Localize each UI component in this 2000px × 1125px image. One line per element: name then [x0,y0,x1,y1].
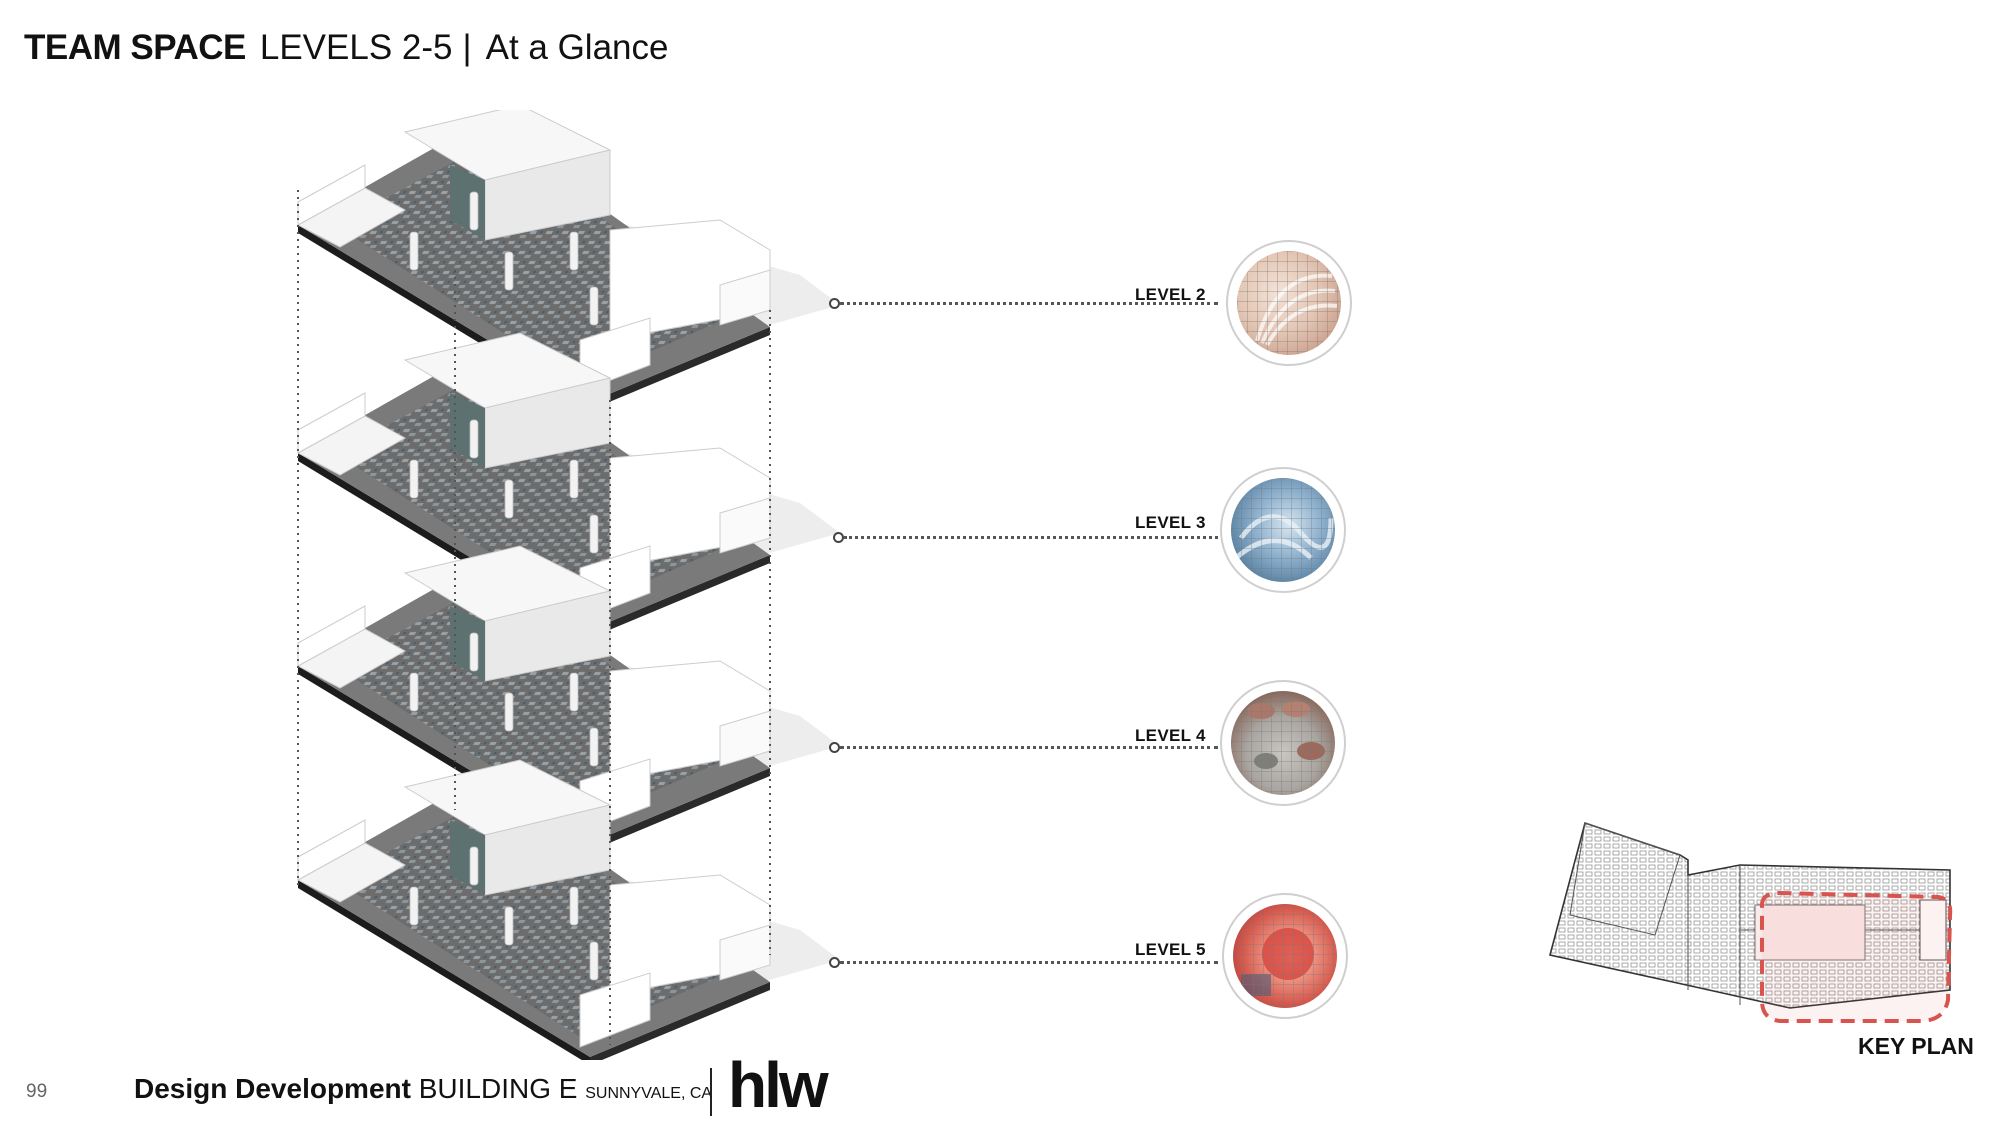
footer-location: SUNNYVALE, CA [585,1085,713,1102]
key-plan-drawing [1549,821,1953,1023]
floor-plate-2 [296,110,840,410]
level-3-material-image [1220,467,1346,593]
connector-start-dot [833,532,844,543]
footer-divider [710,1068,712,1116]
level-2-material-image [1226,240,1352,366]
footer-design-development: Design Development [134,1073,411,1104]
key-plan-label: KEY PLAN [1858,1033,1974,1059]
connector-line [840,302,1218,305]
title-at-a-glance: At a Glance [485,28,669,67]
page-title: TEAM SPACE LEVELS 2-5| At a Glance [24,28,668,68]
footer-building: BUILDING E [418,1073,578,1104]
hlw-logo: hlw [728,1049,829,1121]
connector-start-dot [829,298,840,309]
isometric-floor-stack [296,110,840,1060]
connector-line [840,961,1218,964]
level-5-material-image [1222,893,1348,1019]
connector-start-dot [829,742,840,753]
level-5-label: LEVEL 5 [1135,940,1206,959]
floor-plate-5 [296,759,840,1060]
connector-start-dot [829,957,840,968]
page-number: 99 [26,1081,48,1102]
title-levels: LEVELS 2-5 [259,28,453,67]
floor-plate-3 [296,332,840,638]
title-separator: | [462,28,472,67]
level-4-label: LEVEL 4 [1135,726,1206,745]
title-team-space: TEAM SPACE [24,28,246,67]
level-2-label: LEVEL 2 [1135,285,1206,304]
connector-line [840,746,1218,749]
floor-plate-4 [296,545,840,851]
footer-project: Design Development BUILDING E SUNNYVALE,… [134,1073,712,1105]
level-4-material-image [1220,680,1346,806]
level-3-label: LEVEL 3 [1135,513,1206,532]
connector-line [844,536,1218,539]
